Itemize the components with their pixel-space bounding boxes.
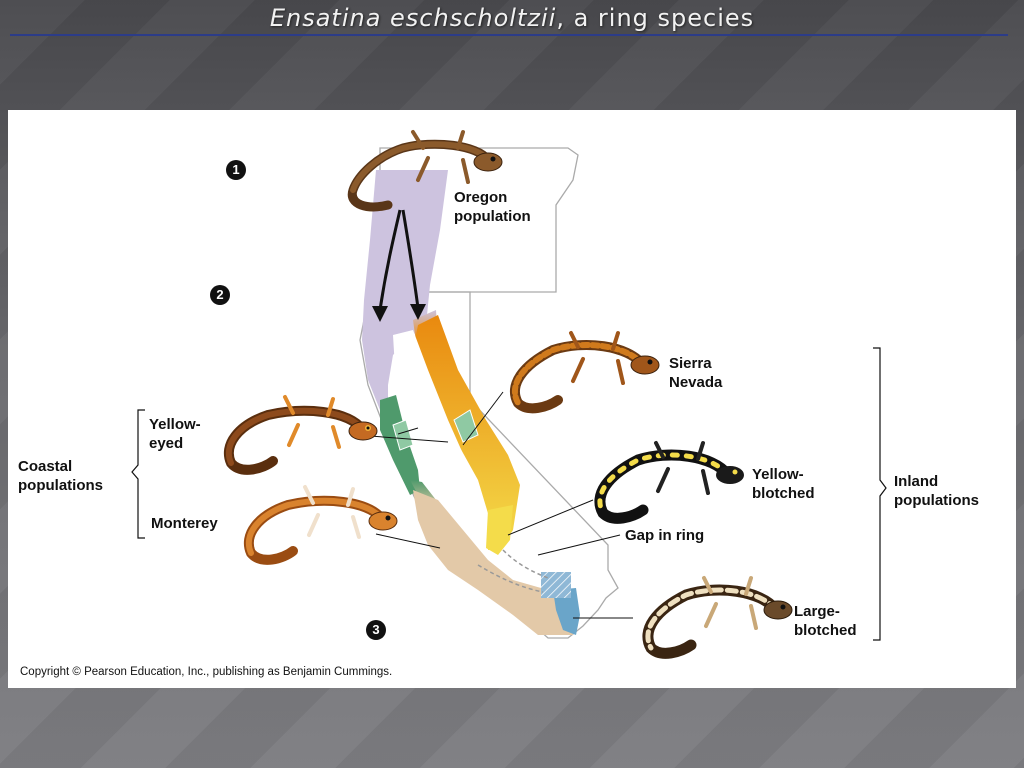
label-yellow-eyed: Yellow- eyed (149, 416, 201, 452)
salamander-large-blotched (642, 576, 793, 659)
ring-species-figure: 1 2 3 Oregon population Sierra Nevada Ye… (8, 110, 1016, 688)
label-large-blotched: Large- blotched (794, 603, 857, 639)
copyright-notice: Copyright © Pearson Education, Inc., pub… (20, 666, 393, 678)
yellow-blotched-range (486, 505, 513, 555)
step-marker-1: 1 (226, 160, 246, 180)
step-marker-3: 3 (366, 620, 386, 640)
coastal-bracket (131, 409, 145, 539)
title-species-name: Ensatina eschscholtzii (269, 4, 557, 32)
ring-map-illustration (131, 130, 887, 659)
monterey-range (413, 490, 573, 635)
oregon-range (362, 170, 448, 410)
label-yellow-blotched: Yellow- blotched (752, 466, 815, 502)
large-blotched-range (553, 588, 580, 635)
salamander-yellow-blotched (594, 441, 744, 524)
title-suffix: , a ring species (556, 4, 755, 32)
slide-title: Ensatina eschscholtzii, a ring species (0, 4, 1024, 32)
dispersal-arrows (378, 209, 420, 311)
california-outline (359, 291, 619, 639)
label-gap-in-ring: Gap in ring (625, 527, 705, 544)
label-sierra-nevada: Sierra Nevada (669, 355, 723, 391)
title-underline (10, 34, 1008, 36)
salamander-yellow-eyed (223, 395, 378, 475)
label-monterey: Monterey (151, 515, 218, 532)
salamander-monterey (243, 485, 398, 565)
ring-gap-dashes (502, 549, 549, 579)
inland-bracket (873, 347, 887, 641)
salamander-oregon (347, 130, 503, 212)
label-oregon-population: Oregon population (454, 189, 531, 225)
label-inland-populations: Inland populations (894, 473, 979, 509)
salamander-sierra (509, 331, 660, 414)
step-marker-2: 2 (210, 285, 230, 305)
label-coastal-populations: Coastal populations (18, 458, 103, 494)
